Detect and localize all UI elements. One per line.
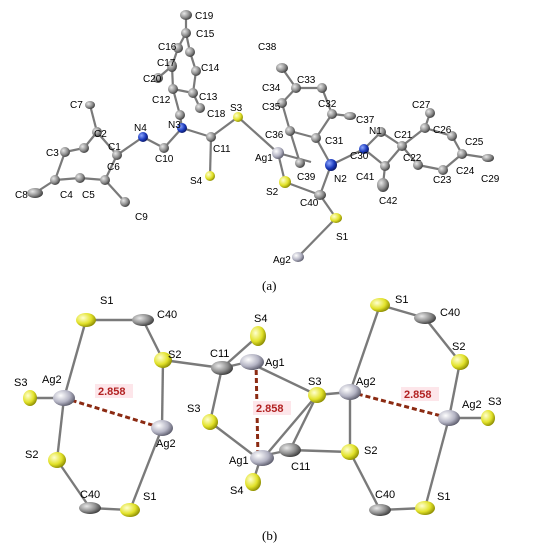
atom-label: C24 bbox=[456, 166, 475, 177]
atom-label: C20 bbox=[143, 74, 162, 85]
atom-label: C39 bbox=[297, 172, 316, 183]
atom-label: Ag2 bbox=[462, 399, 482, 411]
atom-label: C30 bbox=[350, 151, 369, 162]
atom-label: S1 bbox=[437, 491, 450, 503]
distance-center: 2.858 bbox=[256, 403, 284, 415]
atom-label: N4 bbox=[134, 123, 147, 134]
atom-label: S2 bbox=[266, 187, 279, 198]
atom-label: Ag1 bbox=[265, 357, 285, 369]
atom-label: S2 bbox=[452, 341, 465, 353]
panel-b-caption: (b) bbox=[262, 528, 277, 543]
atom-label: C2 bbox=[94, 129, 107, 140]
atom-label: S4 bbox=[230, 485, 243, 497]
atom-label: C5 bbox=[82, 190, 95, 201]
panel-b-atoms bbox=[23, 298, 495, 517]
atom-label: C29 bbox=[481, 174, 500, 185]
atom-label: S3 bbox=[187, 403, 200, 415]
atom-label: C8 bbox=[15, 190, 28, 201]
atom-label: C36 bbox=[265, 130, 284, 141]
atom-label: C6 bbox=[107, 162, 120, 173]
atom-label: C42 bbox=[379, 196, 398, 207]
atom-label: C32 bbox=[318, 99, 337, 110]
atom-label: S3 bbox=[230, 103, 243, 114]
atom-label: Ag2 bbox=[356, 376, 376, 388]
atom-label: S2 bbox=[25, 449, 38, 461]
atom-label: C10 bbox=[155, 154, 174, 165]
atom-label: C33 bbox=[297, 75, 316, 86]
atom-label: S4 bbox=[254, 313, 267, 325]
atom-label: C27 bbox=[412, 100, 431, 111]
atom-label: Ag2 bbox=[273, 255, 291, 266]
atom-label: C25 bbox=[465, 137, 484, 148]
atom-label: N1 bbox=[369, 126, 382, 137]
atom-label: C12 bbox=[152, 95, 171, 106]
atom-label: C34 bbox=[262, 83, 281, 94]
atom-label: S2 bbox=[168, 349, 181, 361]
atom-label: C40 bbox=[80, 489, 100, 501]
atom-label: S1 bbox=[395, 294, 408, 306]
panel-a: C19 C16 C15 C17 C14 C20 C12 C13 C18 C38 … bbox=[15, 10, 500, 293]
atom-label: C18 bbox=[207, 109, 226, 120]
atom-label: C7 bbox=[70, 100, 83, 111]
panel-a-labels: C19 C16 C15 C17 C14 C20 C12 C13 C18 C38 … bbox=[15, 11, 500, 266]
atom-label: C23 bbox=[433, 175, 452, 186]
atom-label: C38 bbox=[258, 42, 277, 53]
atom-label: C1 bbox=[108, 142, 121, 153]
atom-label: C15 bbox=[196, 29, 215, 40]
atom-label: S1 bbox=[100, 295, 113, 307]
atom-label: Ag1 bbox=[229, 455, 249, 467]
atom-label: C19 bbox=[195, 11, 214, 22]
panel-a-atoms bbox=[27, 10, 494, 262]
panel-b: 2.858 2.858 2.858 S1 C40 S2 S3 Ag2 Ag2 S… bbox=[14, 294, 501, 543]
atom-label: N3 bbox=[168, 120, 181, 131]
atom-label: C26 bbox=[433, 125, 452, 136]
atom-label: S3 bbox=[308, 376, 321, 388]
atom-label: C9 bbox=[135, 212, 148, 223]
atom-label: Ag1 bbox=[255, 153, 273, 164]
atom-label: C4 bbox=[60, 190, 73, 201]
atom-label: C22 bbox=[403, 153, 422, 164]
atom-label: C11 bbox=[210, 348, 229, 360]
atom-label: C37 bbox=[356, 115, 375, 126]
atom-label: C21 bbox=[394, 130, 413, 141]
atom-label: S2 bbox=[364, 445, 377, 457]
atom-label: C16 bbox=[158, 42, 177, 53]
atom-label: C11 bbox=[291, 461, 310, 473]
distance-labels: 2.858 2.858 2.858 bbox=[95, 384, 439, 415]
atom-label: C40 bbox=[440, 307, 460, 319]
atom-label: N2 bbox=[334, 174, 347, 185]
atom-label: C3 bbox=[46, 148, 59, 159]
atom-label: C31 bbox=[325, 136, 344, 147]
panel-b-labels: S1 C40 S2 S3 Ag2 Ag2 S2 C40 S1 S4 C11 Ag… bbox=[14, 294, 501, 503]
atom-label: C35 bbox=[262, 102, 281, 113]
atom-label: C17 bbox=[157, 58, 176, 69]
distance-left: 2.858 bbox=[98, 386, 126, 398]
atom-label: S4 bbox=[190, 176, 203, 187]
atom-label: C40 bbox=[300, 198, 319, 209]
atom-label: C41 bbox=[356, 172, 375, 183]
atom-label: Ag2 bbox=[156, 438, 176, 450]
distance-right: 2.858 bbox=[404, 389, 432, 401]
atom-label: S3 bbox=[14, 377, 27, 389]
panel-a-caption: (a) bbox=[262, 278, 276, 293]
atom-label: S3 bbox=[488, 396, 501, 408]
atom-label: S1 bbox=[143, 491, 156, 503]
atom-label: C11 bbox=[213, 144, 231, 155]
atom-label: C40 bbox=[375, 489, 395, 501]
atom-label: C14 bbox=[201, 63, 220, 74]
atom-label: S1 bbox=[336, 232, 349, 243]
atom-label: C40 bbox=[157, 309, 177, 321]
atom-label: Ag2 bbox=[42, 374, 62, 386]
atom-label: C13 bbox=[199, 92, 218, 103]
